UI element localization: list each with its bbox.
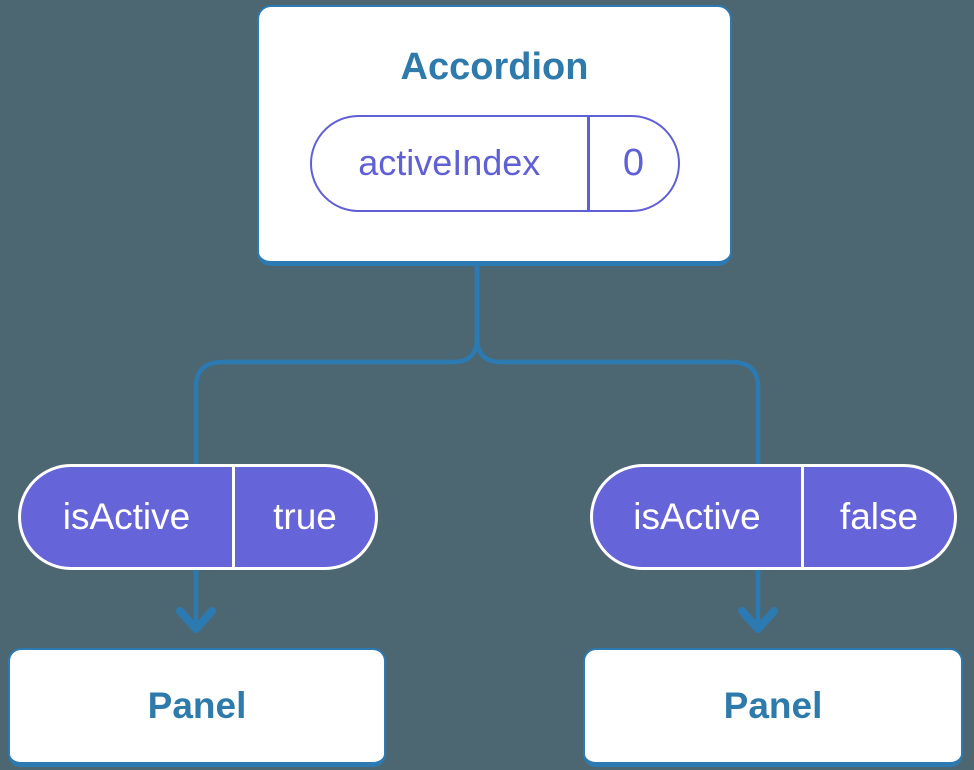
prop-pill-isactive-left: isActive true <box>18 464 378 570</box>
prop-pill-key: isActive <box>62 496 191 537</box>
pill-divider <box>587 116 590 210</box>
accordion-title: Accordion <box>400 46 589 88</box>
pill-divider <box>232 467 235 567</box>
prop-pill-isactive-right: isActive false <box>590 464 957 570</box>
panel-label: Panel <box>147 685 247 726</box>
arrow-down-icon <box>176 607 216 633</box>
prop-pill-key: isActive <box>633 496 761 537</box>
state-pill-activeindex: activeIndex 0 <box>309 114 680 212</box>
accordion-card: Accordion activeIndex 0 <box>257 5 732 266</box>
arrow-down-icon <box>738 607 778 633</box>
panel-card-right: Panel <box>583 648 963 767</box>
connector-branch-left <box>193 262 480 626</box>
panel-card-left: Panel <box>8 648 386 767</box>
state-pill-value: 0 <box>622 141 645 184</box>
prop-pill-value: true <box>273 496 337 537</box>
pill-divider <box>801 467 804 567</box>
panel-label: Panel <box>723 685 823 726</box>
state-pill-key: activeIndex <box>358 142 541 184</box>
connector-branch-right <box>474 262 761 626</box>
prop-pill-value: false <box>839 496 919 537</box>
